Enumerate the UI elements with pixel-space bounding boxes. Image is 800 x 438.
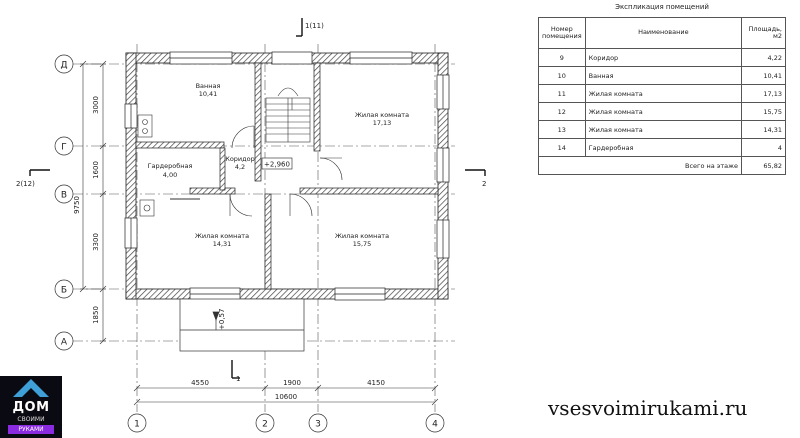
dim-left-2: 1600 xyxy=(92,161,100,179)
row-area: 17,13 xyxy=(741,84,786,103)
row-num: 9 xyxy=(538,48,586,67)
dim-bottom-1: 4550 xyxy=(191,379,209,387)
row-num: 13 xyxy=(538,120,586,139)
row-area: 10,41 xyxy=(741,66,786,85)
axis-row-4: Б xyxy=(61,286,67,296)
porch-level-mark: +0,57 xyxy=(218,309,226,330)
schedule-title: Экспликация помещений xyxy=(615,3,709,11)
row-area: 15,75 xyxy=(741,102,786,121)
logo-line-2: СВОИМИ xyxy=(17,416,45,423)
logo-line-1: ДОМ xyxy=(12,400,50,415)
section-labels: 1(11) 1 2(12) 2 xyxy=(16,22,486,383)
dim-left-1: 3000 xyxy=(92,96,100,114)
schedule-header-num: Номер помещения xyxy=(538,17,586,49)
row-num: 11 xyxy=(538,84,586,103)
row-num: 12 xyxy=(538,102,586,121)
room-corridor-area: 4,2 xyxy=(235,163,245,171)
bottom-dimension-chain xyxy=(133,384,439,406)
row-name: Коридор xyxy=(584,48,743,67)
house-roof-inner-icon xyxy=(21,388,41,398)
room-living-se-area: 15,75 xyxy=(353,240,372,248)
dim-bottom-3: 4150 xyxy=(367,379,385,387)
room-bath-area: 10,41 xyxy=(199,90,218,98)
table-row: 12 Жилая комната 15,75 xyxy=(538,102,786,121)
dim-left-total: 9750 xyxy=(73,196,81,214)
level-mark: +2,960 xyxy=(261,157,293,170)
schedule-header-row: Номер помещения Наименование Площадь, м2 xyxy=(538,17,786,49)
table-row: 13 Жилая комната 14,31 xyxy=(538,120,786,139)
bath-fixtures xyxy=(137,114,200,217)
room-living-ne-name: Жилая комната xyxy=(355,111,409,119)
total-value: 65,82 xyxy=(741,156,786,175)
schedule-header-area: Площадь, м2 xyxy=(741,17,786,49)
row-num: 10 xyxy=(538,66,586,85)
row-axis-markers: Д Г В Б А xyxy=(54,54,74,351)
dim-left-4: 1850 xyxy=(92,306,100,324)
row-area: 4 xyxy=(741,138,786,157)
row-name: Гардеробная xyxy=(584,138,743,157)
total-label: Всего на этаже xyxy=(538,156,742,175)
left-dimension-chain xyxy=(79,60,107,345)
interior-walls xyxy=(135,62,439,290)
room-living-sw-name: Жилая комната xyxy=(195,232,249,240)
schedule-total-row: Всего на этаже 65,82 xyxy=(538,156,786,175)
row-name: Жилая комната xyxy=(584,120,743,139)
row-num: 14 xyxy=(538,138,586,157)
table-row: 11 Жилая комната 17,13 xyxy=(538,84,786,103)
section-top-label: 1(11) xyxy=(305,22,324,30)
table-row: 14 Гардеробная 4 xyxy=(538,138,786,157)
room-schedule-table: Номер помещения Наименование Площадь, м2… xyxy=(538,17,786,175)
axis-col-3: 3 xyxy=(315,420,321,430)
site-logo[interactable]: ДОМ СВОИМИ РУКАМИ xyxy=(0,376,62,438)
row-area: 14,31 xyxy=(741,120,786,139)
dim-bottom-total: 10600 xyxy=(275,393,297,401)
room-living-sw-area: 14,31 xyxy=(213,240,232,248)
schedule-header-name: Наименование xyxy=(584,17,743,49)
axis-row-5: А xyxy=(61,338,68,348)
row-area: 4,22 xyxy=(741,48,786,67)
room-wardrobe-name: Гардеробная xyxy=(148,162,193,170)
staircase xyxy=(265,87,311,143)
room-bath-name: Ванная xyxy=(196,82,221,90)
column-axis-markers: 1 2 3 4 xyxy=(127,413,445,433)
room-wardrobe-area: 4,00 xyxy=(163,171,177,179)
row-name: Ванная xyxy=(584,66,743,85)
dim-left-3: 3300 xyxy=(92,233,100,251)
room-labels: Ванная 10,41 Жилая комната 17,13 Гардеро… xyxy=(148,82,410,248)
section-right-label: 2 xyxy=(482,180,486,188)
porch xyxy=(179,298,305,352)
level-mark-value: +2,960 xyxy=(264,161,290,169)
logo-line-3: РУКАМИ xyxy=(8,425,54,434)
axis-row-1: Д xyxy=(60,61,67,71)
axis-row-3: В xyxy=(61,191,67,201)
dim-bottom-2: 1900 xyxy=(283,379,301,387)
axis-col-1: 1 xyxy=(134,420,140,430)
section-left-label: 2(12) xyxy=(16,180,35,188)
door-swings xyxy=(229,125,343,217)
axis-col-4: 4 xyxy=(432,420,438,430)
left-dimension-labels: 3000 1600 3300 1850 9750 xyxy=(73,96,100,324)
table-row: 10 Ванная 10,41 xyxy=(538,66,786,85)
room-living-ne-area: 17,13 xyxy=(373,119,392,127)
section-bottom-label: 1 xyxy=(236,375,240,383)
row-name: Жилая комната xyxy=(584,84,743,103)
table-row: 9 Коридор 4,22 xyxy=(538,48,786,67)
room-corridor-name: Коридор xyxy=(225,155,255,163)
room-living-se-name: Жилая комната xyxy=(335,232,389,240)
axis-col-2: 2 xyxy=(262,420,268,430)
axis-row-2: Г xyxy=(61,143,67,153)
row-name: Жилая комната xyxy=(584,102,743,121)
section-markers xyxy=(29,18,486,379)
site-url[interactable]: vsesvoimirukami.ru xyxy=(548,396,748,420)
window-openings xyxy=(124,51,450,301)
bottom-dimension-labels: 4550 1900 4150 10600 xyxy=(191,379,385,401)
